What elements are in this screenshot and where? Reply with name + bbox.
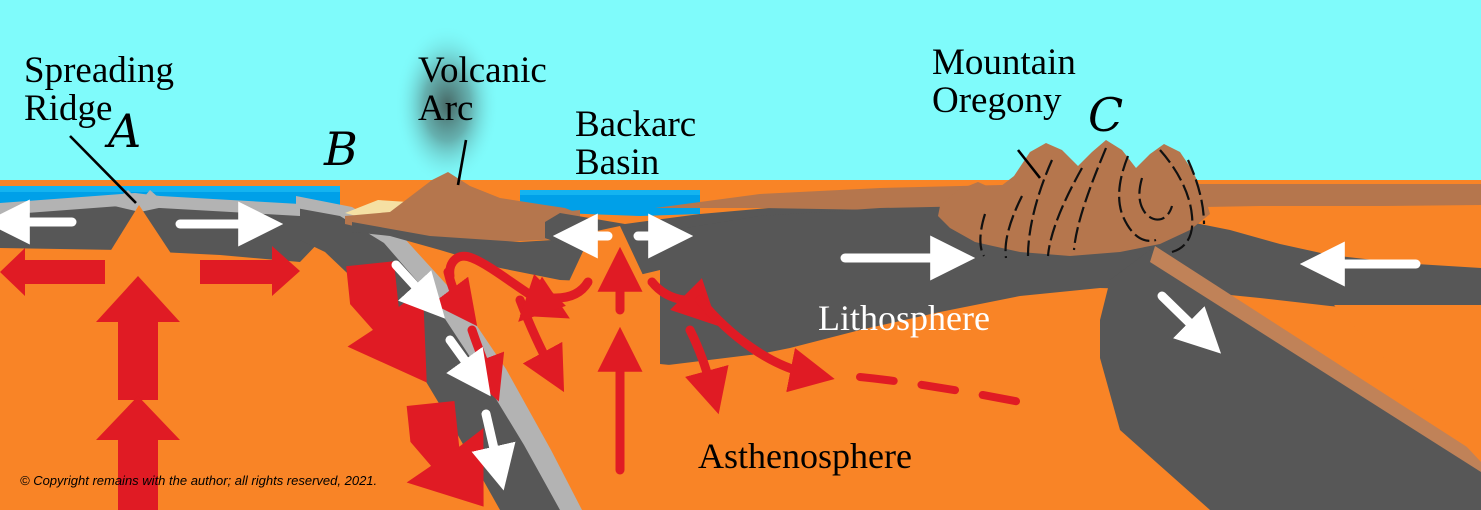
white-plate-motion-arrows: [0, 199, 1421, 491]
ocean-left-surface: [0, 186, 340, 192]
leader-spreading-ridge: [69, 135, 137, 204]
red-arrow-slab-pull-upper: [346, 261, 427, 383]
red-divergence-arrows: [0, 246, 300, 510]
marker-label-c: C: [1088, 88, 1124, 142]
label-leader-lines: [69, 135, 1042, 204]
label-backarc-basin: Backarc Basin: [575, 104, 697, 183]
spreading-ridge-peaks: [110, 190, 168, 212]
leader-volcanic-arc: [456, 139, 468, 186]
white-arrow-slab-down-3: [471, 409, 516, 491]
right-plate-slab-crust: [1150, 246, 1481, 472]
asthenosphere-right-wedge: [1334, 305, 1481, 462]
marker-label-b: B: [324, 122, 358, 176]
label-volcanic-arc: Volcanic Arc: [418, 50, 547, 129]
mountain-range-oregony: [938, 140, 1210, 256]
label-asthenosphere: Asthenosphere: [698, 436, 912, 476]
red-arrow-backarc-left-hook: [518, 274, 593, 322]
red-arrow-down-right-1: [685, 325, 729, 415]
white-arrow-slab-down-1: [391, 260, 446, 319]
subducting-slab-crust: [296, 196, 582, 510]
red-arrow-flow-to-right: [695, 295, 835, 393]
ridge-magma-wedge: [108, 205, 172, 255]
white-arrow-collision-down: [1157, 291, 1222, 354]
mountain-fold-lines: [979, 147, 1206, 259]
red-arrow-up-mantle-lower: [96, 396, 180, 510]
red-arrow-slab-pull-lower: [406, 401, 484, 507]
volcano-smoke-plume: [395, 25, 499, 185]
red-slab-pull-arrows: [346, 261, 484, 507]
red-arrow-right-divergent: [200, 246, 300, 296]
ocean-backarc-surface: [520, 190, 700, 195]
overriding-plate-lithosphere: [660, 206, 1481, 366]
red-arrow-left-divergent: [0, 248, 105, 296]
label-spreading-ridge: Spreading Ridge: [24, 50, 175, 129]
red-arrow-up-mantle-upper: [96, 276, 180, 400]
label-mountain-oregony: Mountain Oregony: [932, 42, 1076, 121]
marker-label-a: A: [108, 104, 142, 158]
red-arrow-backarc-right-hook: [647, 277, 718, 326]
volcanic-arc-island: [345, 172, 580, 242]
asthenosphere-under-overriding: [660, 290, 1100, 510]
red-dashed-flow: [856, 373, 1034, 408]
label-lithosphere: Lithosphere: [818, 298, 990, 338]
copyright-notice: © Copyright remains with the author; all…: [20, 473, 378, 488]
oceanic-crust-left: [0, 193, 352, 224]
white-arrow-slab-down-2: [445, 335, 491, 397]
red-dashed-asthenosphere-flow: [856, 373, 1034, 408]
leader-mountain-oregony: [1016, 149, 1042, 179]
